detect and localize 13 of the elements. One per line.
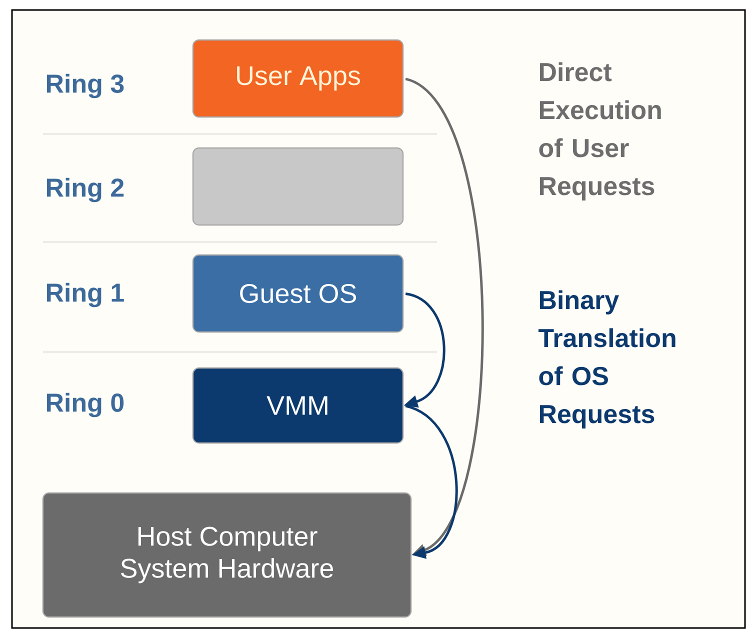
layer-box: Host Computer System Hardware	[42, 492, 412, 618]
layer-box: User Apps	[192, 39, 404, 118]
note-text: Binary Translation of OS Requests	[538, 290, 676, 428]
layer-box: VMM	[192, 367, 404, 444]
note-text: Direct Execution of User Requests	[539, 62, 661, 200]
empty-box	[192, 147, 404, 226]
ring-label: Ring 1	[46, 282, 124, 308]
ring-label: Ring 0	[46, 392, 124, 418]
arrow	[405, 404, 458, 559]
ring-label: Ring 3	[46, 74, 124, 98]
ring-label: Ring 2	[46, 178, 124, 202]
layer-box: Guest OS	[192, 254, 404, 333]
arrow	[404, 78, 484, 556]
